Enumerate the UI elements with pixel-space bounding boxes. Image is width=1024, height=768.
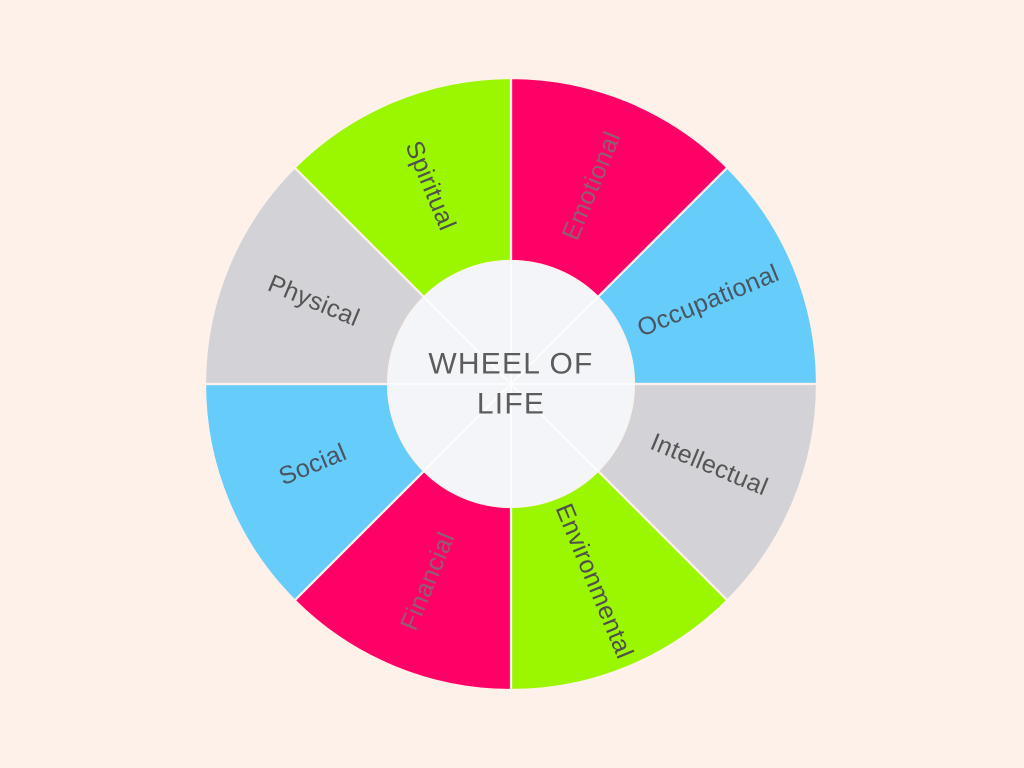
- wheel-hub-spoke: [510, 296, 599, 385]
- wheel-hub-spoke: [510, 383, 599, 472]
- wheel-segments-group: [203, 76, 819, 692]
- wheel-hub-group: [388, 261, 634, 507]
- wheel-hub-spoke: [423, 296, 512, 385]
- wheel-hub-spoke: [423, 383, 512, 472]
